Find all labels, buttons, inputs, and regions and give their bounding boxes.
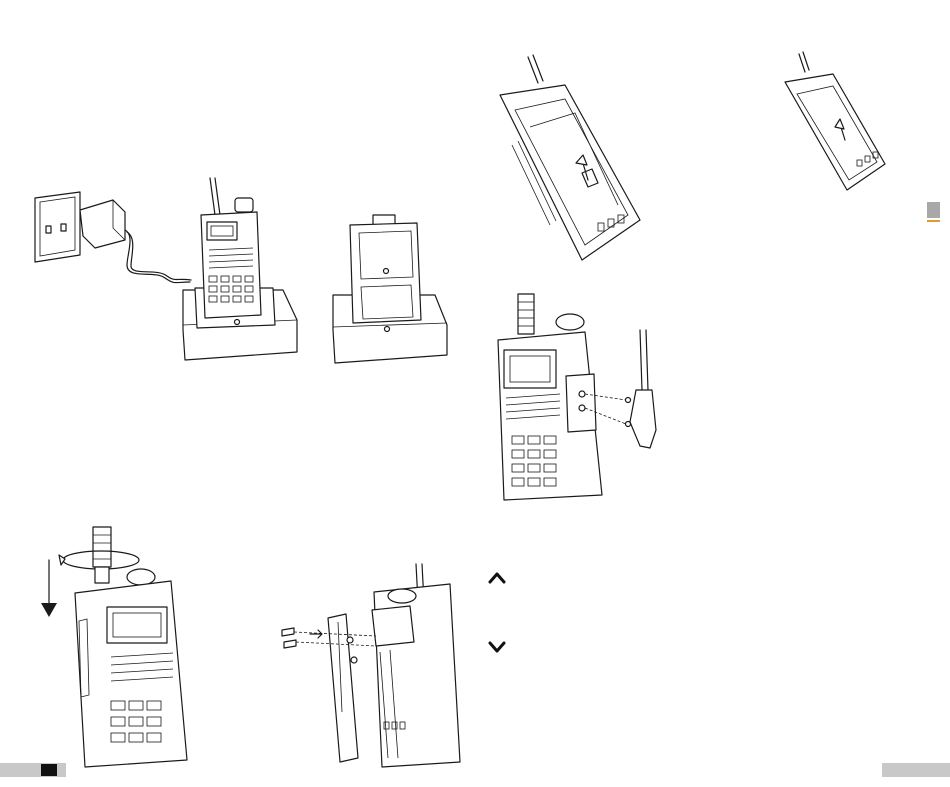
chevron-up-icon[interactable] xyxy=(486,567,508,589)
page-marker-left xyxy=(41,764,57,776)
figure-battery-cradle xyxy=(325,215,455,370)
figure-battery-slide-large xyxy=(490,55,650,270)
footer-bar-right xyxy=(882,763,950,777)
figure-battery-slide-small xyxy=(775,52,895,197)
figure-antenna-install xyxy=(35,525,205,775)
section-tab xyxy=(927,202,940,218)
figure-earpiece-connection xyxy=(490,290,670,515)
chevron-down-icon[interactable] xyxy=(486,636,508,658)
figure-belt-clip-install xyxy=(280,562,465,767)
figure-charger-radio-cradle xyxy=(25,170,310,370)
section-tab-accent xyxy=(927,220,940,222)
